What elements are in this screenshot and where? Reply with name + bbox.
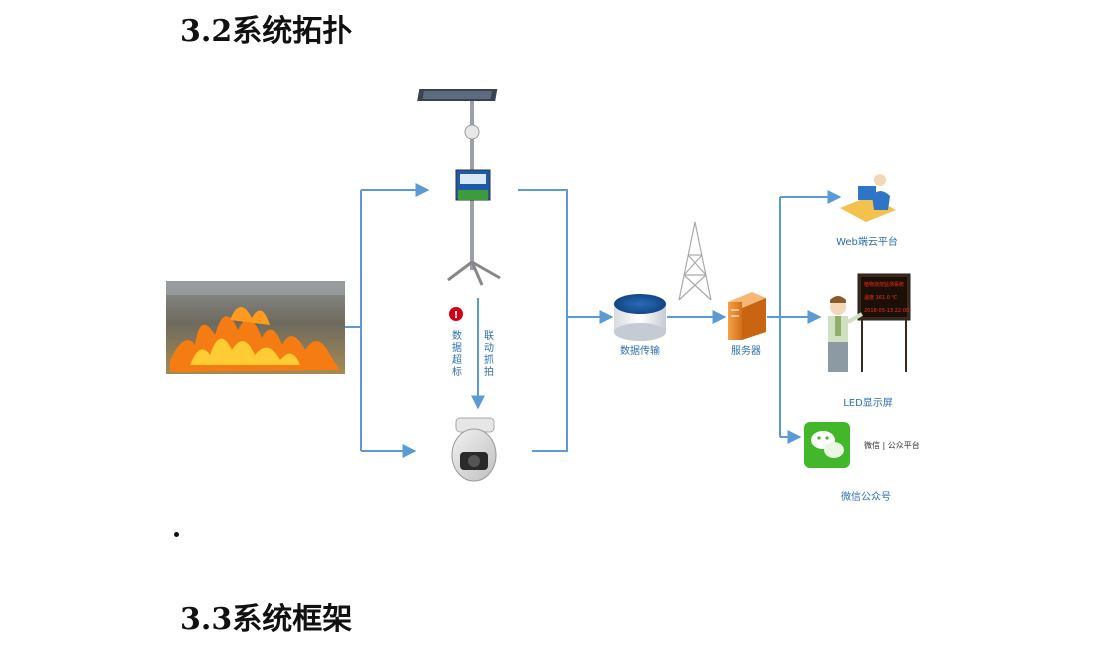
- server-icon: [728, 292, 766, 340]
- ptz-camera-icon: [451, 417, 497, 482]
- section-heading-topology: 3.2系统拓扑: [180, 14, 353, 49]
- led-screen-line: 2018-05-13 22:00: [864, 308, 909, 314]
- presenter-figure: [828, 296, 863, 372]
- data-transmission-label: 数据传输: [620, 344, 660, 357]
- alarm-icon: [449, 307, 463, 321]
- data-exceed-label: 数据超标: [452, 329, 462, 378]
- wechat-platform-inline-text: 微信 | 公众平台: [864, 440, 920, 450]
- led-display-label: LED显示屏: [843, 397, 893, 409]
- monitoring-station-icon: [417, 89, 501, 286]
- led-screen-line: 植物烧烧监测系统: [864, 281, 904, 288]
- linked-capture-label: 联动抓拍: [484, 330, 494, 378]
- led-display-icon: 植物烧烧监测系统 温度 161.0 ℃ 2018-05-13 22:00: [857, 273, 911, 372]
- web-client-icon: [840, 174, 896, 222]
- server-label: 服务器: [731, 344, 761, 357]
- data-transmission-icon: [614, 294, 666, 341]
- wechat-account-label: 微信公众号: [841, 490, 891, 503]
- signal-tower-icon: [678, 221, 712, 301]
- section-heading-framework: 3.3系统框架: [180, 602, 353, 637]
- alarm-exclamation: !: [454, 310, 459, 321]
- burning-field-image: [166, 281, 345, 374]
- connector-lines: [345, 183, 842, 458]
- wechat-icon: [804, 422, 850, 468]
- led-screen-line: 温度 161.0 ℃: [864, 294, 897, 301]
- list-bullet: [174, 532, 179, 537]
- web-platform-label: Web端云平台: [836, 235, 898, 248]
